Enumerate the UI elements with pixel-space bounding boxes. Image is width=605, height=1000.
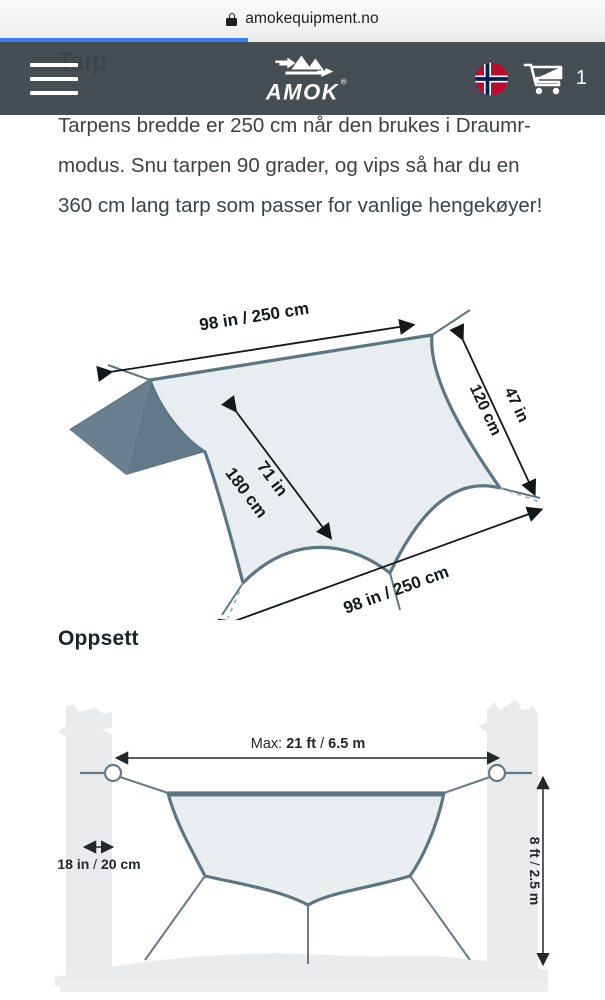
hamburger-menu-icon[interactable] (30, 62, 78, 95)
dimension-line-side (449, 323, 537, 497)
section-heading-oppsett: Oppsett (58, 627, 139, 650)
norway-flag-icon[interactable] (475, 62, 508, 95)
dimension-label-height: 8 ft / 2.5 m (527, 837, 543, 905)
svg-text:98 in / 250 cm: 98 in / 250 cm (198, 299, 310, 335)
mountain-arrows-icon (275, 55, 334, 77)
svg-text:8 ft / 2.5 m: 8 ft / 2.5 m (527, 837, 543, 905)
page-load-progress-fill (0, 38, 249, 42)
lock-icon (226, 12, 238, 26)
svg-text:120 cm: 120 cm (466, 382, 504, 438)
dimension-line-top (96, 318, 416, 382)
ring-anchor-right (487, 763, 507, 783)
dimension-line-bottom (217, 506, 544, 620)
guy-lines (144, 875, 471, 964)
amok-logo[interactable]: AMOK® (265, 52, 347, 105)
cart-count: 1 (575, 67, 587, 89)
browser-url-bar[interactable]: amokequipment.no (0, 0, 605, 38)
site-header: AMOK® 1 (0, 42, 605, 115)
tarp-shape (166, 791, 446, 907)
dimension-label-top: 98 in / 250 cm (198, 299, 310, 335)
dimension-label-span: Max: 21 ft / 6.5 m (251, 736, 365, 752)
dimension-label-bottom: 98 in / 250 cm (341, 562, 451, 618)
svg-text:98 in / 250 cm: 98 in / 250 cm (341, 562, 451, 618)
cart-button[interactable]: 1 (523, 61, 587, 97)
body-paragraph: Tarpens bredde er 250 cm når den brukes … (58, 114, 543, 217)
dimension-label-drop: 18 in / 20 cm (57, 856, 140, 872)
tarp-setup-diagram: Max: 21 ft / 6.5 m 18 in / 20 cm 8 ft / … (55, 700, 550, 992)
url-text: amokequipment.no (245, 10, 379, 27)
registered-mark: ® (340, 77, 349, 86)
page-content: Tarp Tarpens bredde er 250 cm når den br… (0, 42, 605, 1000)
logo-wordmark: AMOK® (265, 77, 347, 105)
url-display[interactable]: amokequipment.no (226, 10, 379, 28)
ground-shape (55, 953, 548, 986)
tarp-dimensions-diagram: 98 in / 250 cm 71 in 180 cm 47 in 120 cm (69, 299, 544, 620)
svg-text:47 in: 47 in (501, 385, 532, 425)
logo-text: AMOK (265, 79, 340, 104)
dimension-label-side-in: 47 in (501, 385, 532, 425)
shopping-cart-icon (523, 63, 563, 94)
ring-anchor-left (103, 763, 123, 783)
dimension-label-side-cm: 120 cm (466, 382, 504, 438)
page-load-progress-track (0, 38, 605, 42)
ground-base (60, 980, 548, 992)
